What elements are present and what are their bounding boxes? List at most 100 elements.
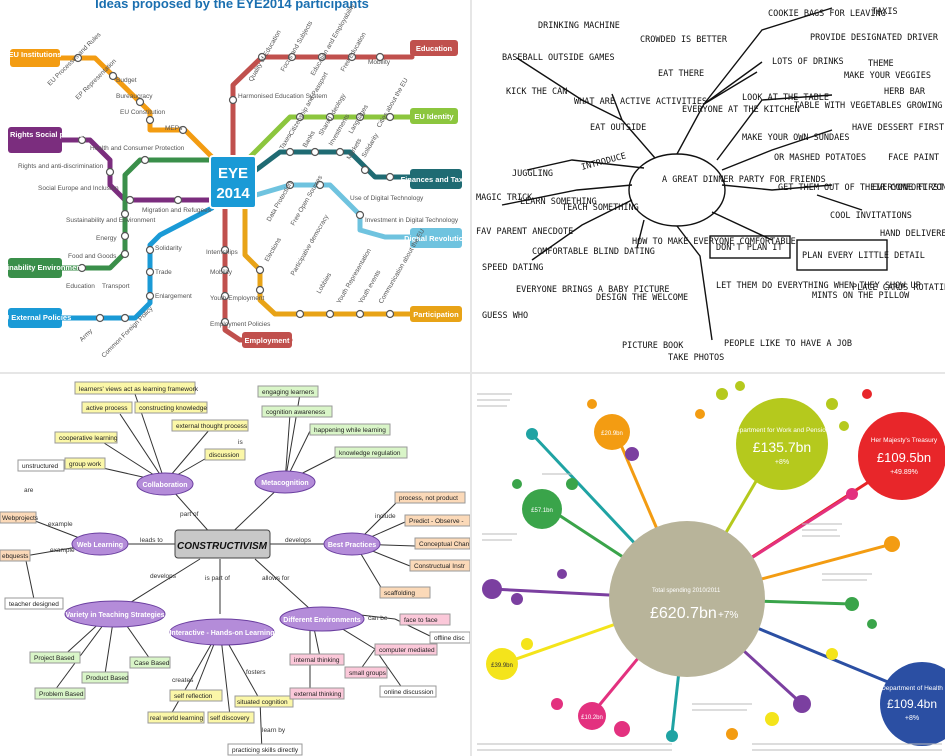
station-dot (140, 155, 150, 165)
leaf-case-based: Case Based (134, 660, 170, 667)
station-dot (145, 245, 155, 255)
central-concept-box (174, 529, 271, 559)
terminal-box (410, 169, 462, 189)
leaf-box (34, 687, 86, 700)
terminal-box (8, 258, 62, 278)
node-interactive: Interactive - Hands-on Learning (169, 630, 274, 637)
center-line: A GREAT DINNER PARTY FOR FRIENDS (662, 175, 826, 185)
station-trade: Trade (155, 269, 172, 276)
station-dot (360, 165, 370, 175)
leaf-problem-based: Problem Based (39, 691, 84, 698)
metro-map-panel: Ideas proposed by the EYE2014 participan… (0, 0, 470, 372)
leaf-predict: Predict - Observe - (409, 518, 464, 525)
bis-value: £20.9bn (601, 431, 623, 437)
spending-bubble-svg: Total spending 2010/2011 £620.7bn +7% De… (477, 381, 945, 751)
leaf-box (129, 656, 171, 669)
node-sundaes: MAKE YOUR OWN SUNDAES (742, 133, 849, 143)
station-mobility: Mobility (368, 59, 391, 66)
node-dessert: HAVE DESSERT FIRST (852, 123, 944, 133)
leaf-discussion: discussion (209, 452, 240, 459)
dinner-labels: A GREAT DINNER PARTY FOR FRIENDS DRINKIN… (476, 7, 945, 363)
node-juggling: JUGGLING (512, 169, 553, 179)
branch (721, 129, 833, 171)
leaf-box (234, 695, 294, 708)
leaf-box (0, 511, 37, 524)
terminal-box (242, 332, 292, 348)
leaf-webprojects: Webprojects (2, 515, 39, 522)
branch (636, 219, 645, 249)
leaf-box (261, 405, 333, 418)
branch (716, 94, 833, 161)
station-dot (73, 53, 83, 63)
node-face-paint: FACE PAINT (888, 153, 939, 163)
station-dot (385, 172, 395, 182)
health-name: Department of Health (881, 685, 943, 692)
leaf-teacher-designed: teacher designed (9, 601, 59, 608)
terminals-right: Education EU Identity Finances and Taxes… (242, 40, 470, 348)
station-education: Education (66, 283, 95, 290)
branch (721, 184, 833, 191)
dwp-change: +8% (775, 459, 789, 466)
station-dot (355, 210, 365, 220)
dinner-mindmap-svg: A GREAT DINNER PARTY FOR FRIENDS DRINKIN… (476, 7, 945, 363)
leaf-box (227, 743, 303, 756)
oval (254, 470, 316, 494)
dinner-mindmap-panel: A GREAT DINNER PARTY FOR FRIENDS DRINKIN… (472, 0, 945, 372)
leaf-box (394, 491, 466, 504)
station-dot (375, 52, 385, 62)
station-social-europe: Social Europe and Inclusion (38, 185, 119, 192)
leaf-real-world: real world learning (150, 715, 203, 722)
node-speed-dating: SPEED DATING (482, 263, 543, 273)
leaf-project-based: Project Based (34, 655, 75, 662)
station-dot (120, 249, 130, 259)
concept-leaves: learners' views act as learning framewor… (0, 381, 470, 756)
link-can-be: can be (368, 615, 388, 622)
station-dot (108, 71, 118, 81)
node-best-practices: Best Practices (328, 542, 376, 549)
leaf-box (171, 419, 249, 432)
station-army: Army (78, 327, 94, 343)
station-bureaucracy: Bureaucracy (116, 93, 153, 100)
leaf-box (344, 666, 388, 679)
station-budget: Budget (116, 77, 137, 84)
station-meps: MEPs (165, 125, 183, 132)
terminal-box (410, 108, 458, 124)
treasury-bubble (858, 412, 945, 500)
station-dot (355, 309, 365, 319)
station-dot (315, 180, 325, 190)
hub-label-top: EYE (218, 165, 248, 182)
treasury-change: +49.89% (890, 469, 918, 476)
node-comfort-zone: GET THEM OUT OF THEIR COMFORT ZONE (778, 183, 945, 193)
node-hand-delivered: HAND DELIVERED (880, 229, 945, 239)
oval (64, 600, 166, 628)
leaf-internal: internal thinking (294, 657, 340, 664)
line-eu-identity (247, 114, 415, 160)
leaf-happening: happening while learning (314, 427, 386, 434)
leaf-webquests: ebquests (2, 553, 29, 560)
leaf-box (81, 671, 129, 684)
station-dot (173, 195, 183, 205)
concept-map-panel: CONSTRUCTIVISM Collaboration Metacogniti… (0, 374, 470, 756)
education-bubble (522, 489, 562, 529)
branch (501, 184, 633, 206)
leaf-constructual: Constructual Instr (414, 563, 466, 570)
leaf-box (17, 459, 65, 472)
leaf-box (207, 711, 255, 724)
line-sustainability (57, 157, 215, 271)
station-dot (228, 95, 238, 105)
branch (816, 194, 863, 211)
terminal-eu-external: EU External Policies (0, 313, 71, 322)
leaf-box (29, 651, 81, 664)
station-dot (257, 52, 267, 62)
station-employment-policies: Employment Policies (210, 321, 271, 328)
metro-stations (73, 52, 395, 327)
hub-label-bottom: 2014 (216, 185, 250, 202)
home-value: £10.2bn (581, 715, 603, 721)
leaf-box (309, 423, 391, 436)
leaf-box (81, 401, 133, 414)
node-kick-can: KICK THE CAN (506, 87, 567, 97)
link-is: is (238, 439, 243, 446)
station-elections: Elections (264, 236, 284, 263)
station-dot (325, 309, 335, 319)
node-designated-driver: PROVIDE DESIGNATED DRIVER (810, 33, 939, 43)
